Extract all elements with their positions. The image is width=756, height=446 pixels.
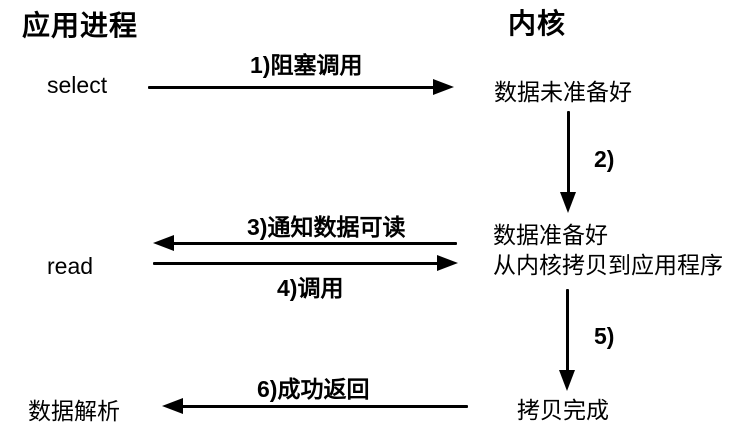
- node-select: select: [47, 72, 108, 98]
- node-data-not-ready: 数据未准备好: [494, 79, 632, 105]
- node-data-ready-line1: 数据准备好: [493, 222, 608, 248]
- arrow-step6-left-icon: [162, 398, 468, 414]
- arrowhead-right-icon: [437, 255, 458, 271]
- node-data-parse: 数据解析: [28, 398, 120, 424]
- label-step1-blocking-call: 1)阻塞调用: [250, 52, 363, 78]
- application-process-heading: 应用进程: [22, 10, 139, 41]
- arrow-step2-down-icon: [560, 111, 576, 213]
- arrow-shaft: [153, 262, 444, 265]
- node-read: read: [47, 253, 94, 279]
- arrow-shaft: [566, 289, 569, 377]
- arrowhead-left-icon: [153, 235, 174, 251]
- arrow-step5-down-icon: [559, 289, 575, 391]
- arrow-shaft: [567, 111, 570, 199]
- node-data-ready: 数据准备好 从内核拷贝到应用程序: [493, 220, 723, 280]
- arrow-step3-left-icon: [153, 235, 457, 251]
- arrow-shaft: [148, 86, 440, 89]
- label-step2: 2): [594, 146, 615, 172]
- kernel-heading: 内核: [508, 8, 567, 39]
- arrowhead-down-icon: [560, 192, 576, 213]
- node-data-ready-line2: 从内核拷贝到应用程序: [493, 252, 723, 278]
- label-step3-notify-readable: 3)通知数据可读: [247, 214, 406, 240]
- arrowhead-down-icon: [559, 370, 575, 391]
- arrowhead-right-icon: [433, 79, 454, 95]
- arrow-shaft: [176, 405, 468, 408]
- arrow-step1-right-icon: [148, 79, 454, 95]
- label-step5: 5): [594, 323, 615, 349]
- label-step6-success-return: 6)成功返回: [257, 376, 370, 402]
- node-copy-done: 拷贝完成: [517, 397, 609, 423]
- arrowhead-left-icon: [162, 398, 183, 414]
- arrow-shaft: [167, 242, 457, 245]
- arrow-step4-right-icon: [153, 255, 458, 271]
- label-step4-call: 4)调用: [277, 275, 344, 301]
